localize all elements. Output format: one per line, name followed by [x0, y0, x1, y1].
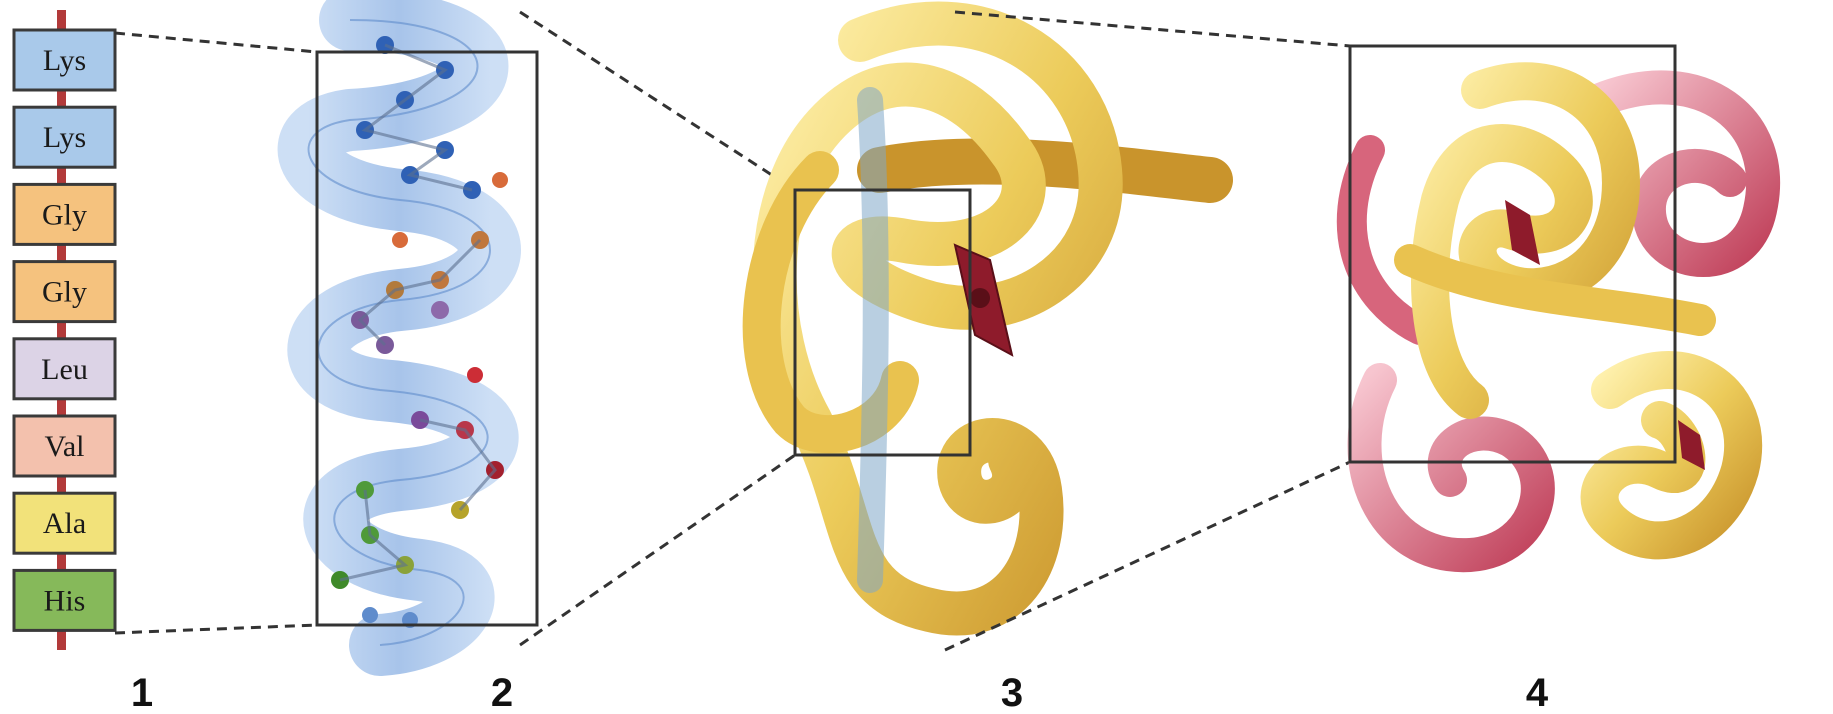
tertiary-structure — [762, 24, 1210, 614]
amino-acid-label: His — [44, 584, 86, 617]
tertiary-helix-strip — [870, 100, 876, 580]
amino-acid-label: Gly — [42, 276, 87, 309]
amino-acid-residue: Gly — [14, 184, 115, 244]
quaternary-pink-tube-c — [1352, 150, 1420, 330]
amino-acid-residue: Gly — [14, 262, 115, 322]
amino-acid-label: Gly — [42, 198, 87, 231]
panel-number-3: 3 — [1001, 671, 1023, 714]
heme-iron — [970, 288, 990, 308]
panel-number-4: 4 — [1526, 671, 1549, 714]
amino-acid-residue: Lys — [14, 30, 115, 90]
panel-number-2: 2 — [491, 671, 513, 714]
amino-acid-label: Ala — [43, 507, 86, 540]
amino-acid-label: Val — [45, 430, 85, 463]
amino-acid-residue: Val — [14, 416, 115, 476]
tertiary-tube-main — [775, 24, 1101, 614]
amino-acid-residue: Lys — [14, 107, 115, 167]
amino-acid-residue: Leu — [14, 339, 115, 399]
amino-acid-label: Lys — [43, 121, 86, 154]
quaternary-structure — [1350, 46, 1763, 555]
panel-numbers: 1 2 3 4 — [131, 671, 1549, 714]
amino-acid-residue: His — [14, 570, 115, 630]
secondary-structure-helix — [309, 20, 537, 645]
amino-acid-label: Leu — [41, 353, 88, 386]
panel-number-1: 1 — [131, 671, 153, 714]
quaternary-gold-tube-b — [1600, 370, 1744, 540]
amino-acid-label: Lys — [43, 44, 86, 77]
amino-acid-residue: Ala — [14, 493, 115, 553]
